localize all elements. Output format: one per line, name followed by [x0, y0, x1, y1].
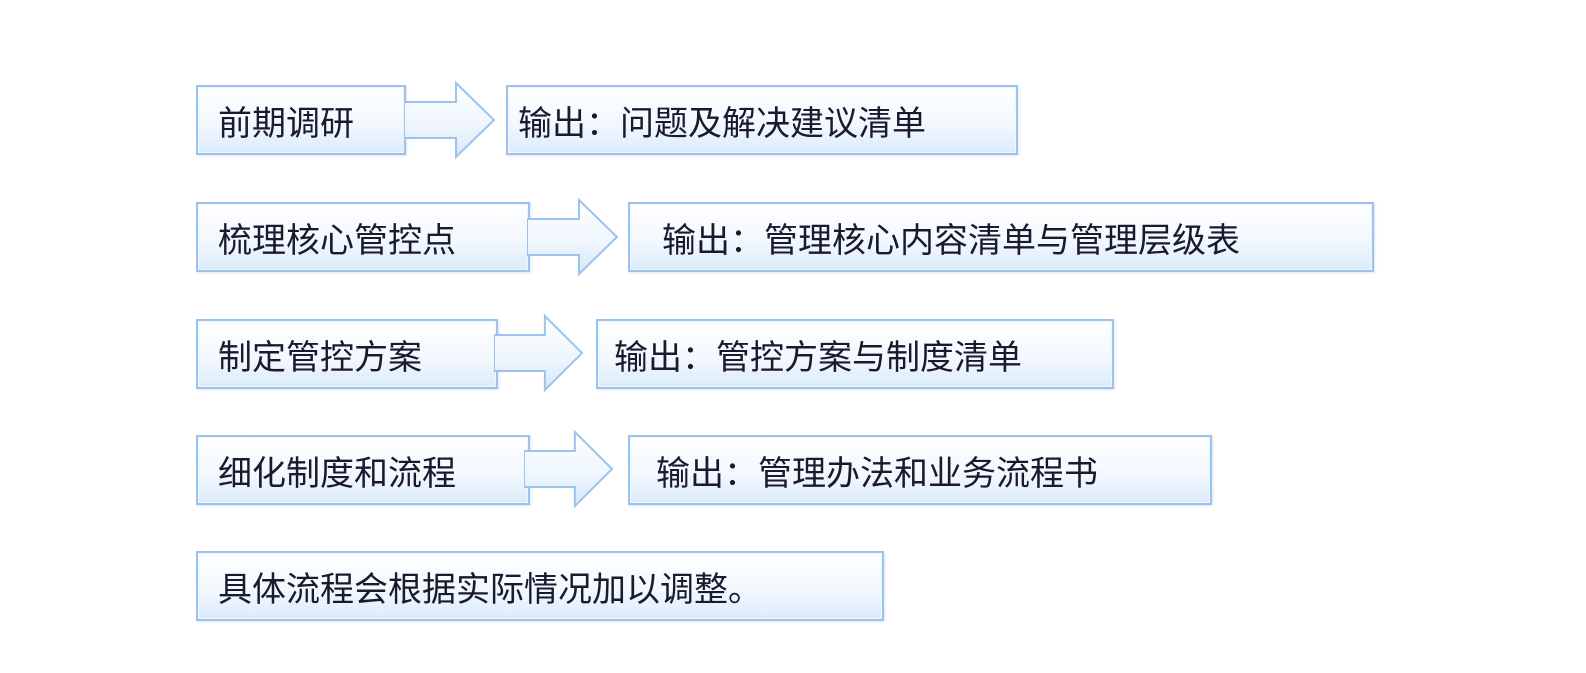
- note-text: 具体流程会根据实际情况加以调整。: [218, 569, 762, 610]
- step-box-3: 制定管控方案: [196, 319, 498, 389]
- output-label-4: 输出：管理办法和业务流程书: [656, 453, 1098, 494]
- output-box-3: 输出：管控方案与制度清单: [596, 319, 1114, 389]
- arrow-icon-4: [524, 429, 614, 509]
- step-box-2: 梳理核心管控点: [196, 202, 530, 272]
- arrow-icon-2: [527, 197, 619, 277]
- output-box-1: 输出：问题及解决建议清单: [506, 85, 1018, 155]
- output-label-3: 输出：管控方案与制度清单: [614, 337, 1022, 378]
- step-label-1: 前期调研: [218, 103, 354, 144]
- step-label-4: 细化制度和流程: [218, 453, 456, 494]
- output-box-2: 输出：管理核心内容清单与管理层级表: [628, 202, 1374, 272]
- arrow-icon-1: [404, 80, 496, 160]
- output-label-2: 输出：管理核心内容清单与管理层级表: [662, 220, 1240, 261]
- step-label-3: 制定管控方案: [218, 337, 422, 378]
- output-label-1: 输出：问题及解决建议清单: [518, 103, 926, 144]
- step-box-4: 细化制度和流程: [196, 435, 530, 505]
- note-box: 具体流程会根据实际情况加以调整。: [196, 551, 884, 621]
- step-label-2: 梳理核心管控点: [218, 220, 456, 261]
- arrow-icon-3: [494, 313, 584, 393]
- output-box-4: 输出：管理办法和业务流程书: [628, 435, 1212, 505]
- step-box-1: 前期调研: [196, 85, 406, 155]
